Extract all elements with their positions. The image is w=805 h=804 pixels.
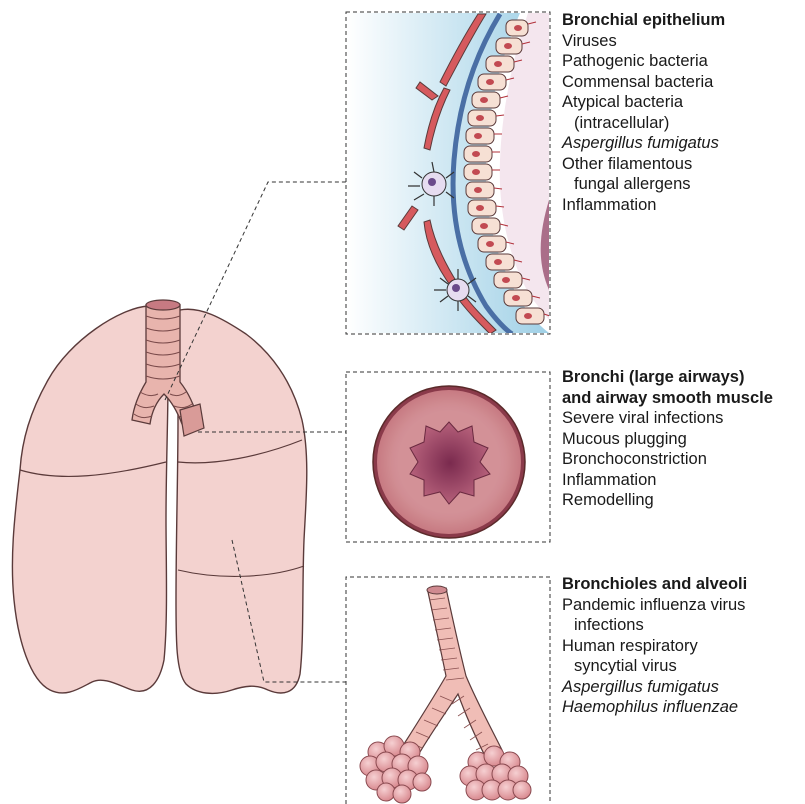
panel-title-line2: and airway smooth muscle — [562, 388, 773, 409]
list-item: Bronchoconstriction — [562, 449, 773, 470]
list-item: (intracellular) — [562, 113, 725, 134]
panel-bronchi: Bronchi (large airways) and airway smoot… — [562, 367, 773, 511]
list-item: infections — [562, 615, 747, 636]
panel-title: Bronchial epithelium — [562, 10, 725, 31]
left-lung — [12, 306, 168, 693]
list-item: syncytial virus — [562, 656, 747, 677]
bronchiole-illustration — [360, 586, 531, 803]
list-item: Aspergillus fumigatus — [562, 133, 725, 154]
list-item: Pathogenic bacteria — [562, 51, 725, 72]
panel-title: Bronchioles and alveoli — [562, 574, 747, 595]
bronchus-cross-section — [373, 386, 525, 538]
list-item: fungal allergens — [562, 174, 725, 195]
list-item: Commensal bacteria — [562, 72, 725, 93]
list-item: Atypical bacteria — [562, 92, 725, 113]
list-item: Remodelling — [562, 490, 773, 511]
list-item: Other filamentous — [562, 154, 725, 175]
epithelium-illustration — [347, 13, 550, 334]
list-item: Haemophilus influenzae — [562, 697, 747, 718]
list-item: Inflammation — [562, 195, 725, 216]
panel-bronchioles-alveoli: Bronchioles and alveoli Pandemic influen… — [562, 574, 747, 718]
panel-title-line1: Bronchi (large airways) — [562, 367, 773, 388]
list-item: Pandemic influenza virus — [562, 595, 747, 616]
list-item: Mucous plugging — [562, 429, 773, 450]
list-item: Human respiratory — [562, 636, 747, 657]
list-item: Severe viral infections — [562, 408, 773, 429]
list-item: Inflammation — [562, 470, 773, 491]
right-lung — [176, 309, 307, 693]
list-item: Viruses — [562, 31, 725, 52]
list-item: Aspergillus fumigatus — [562, 677, 747, 698]
